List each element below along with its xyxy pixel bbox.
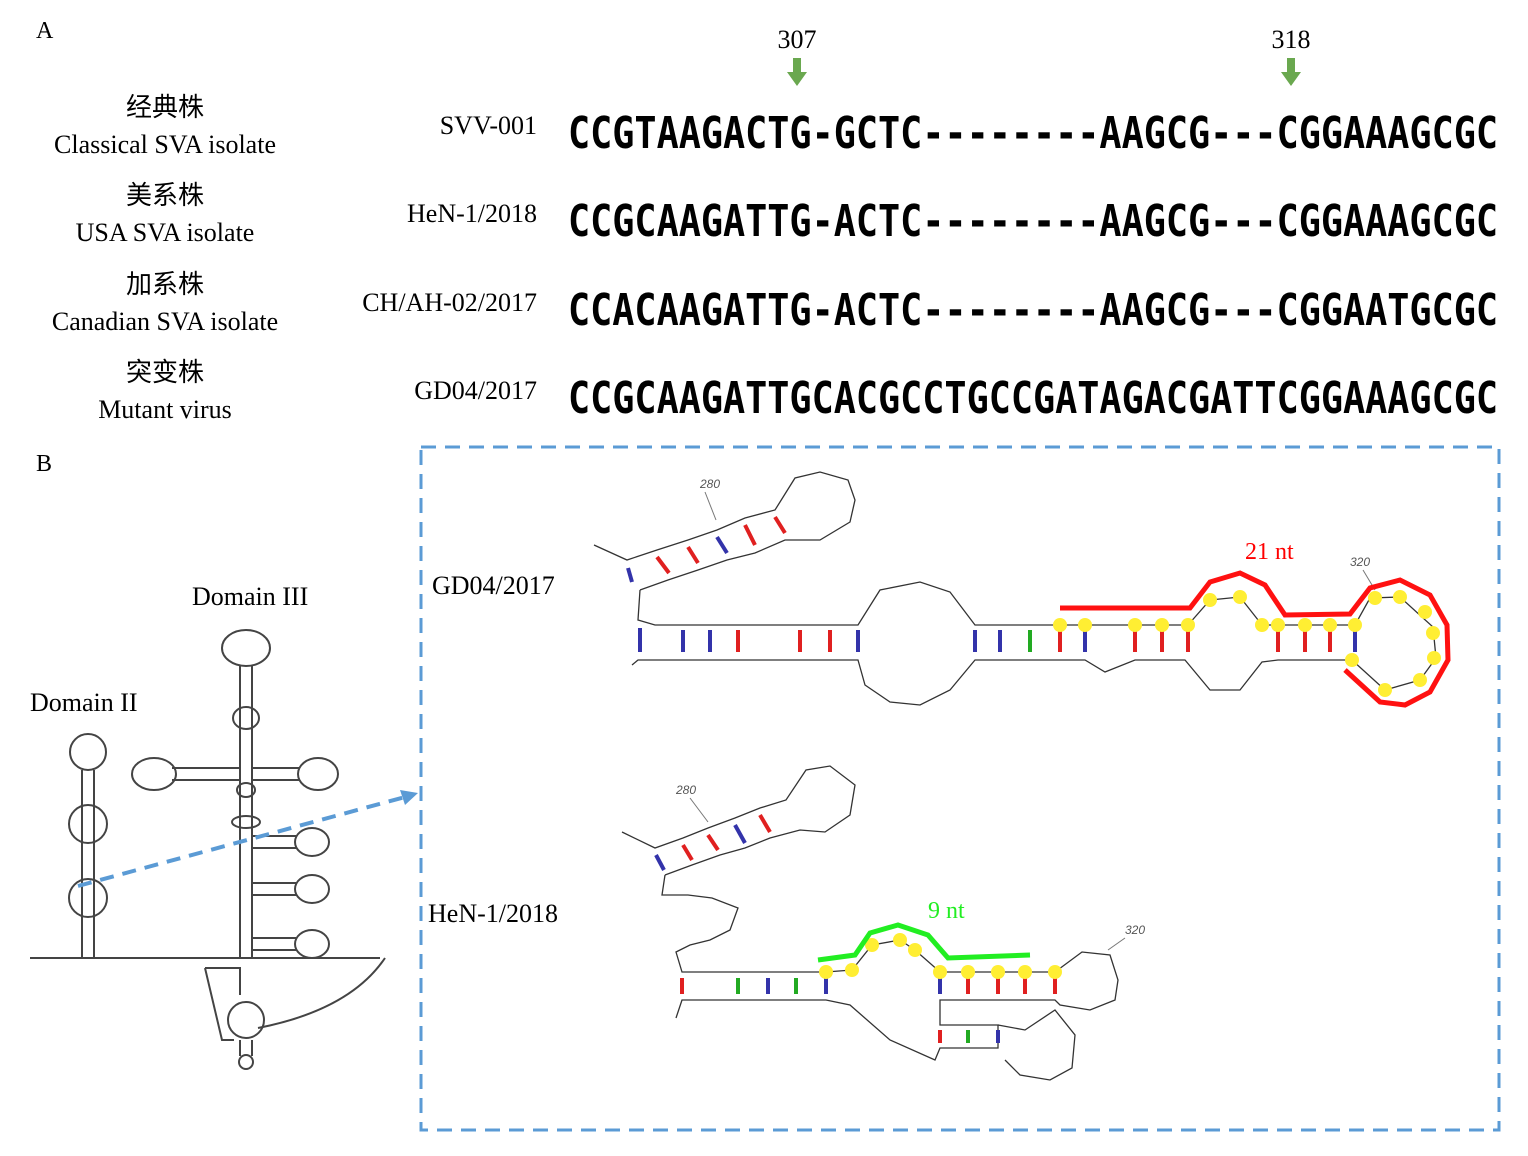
group-cn-label: 加系株 [126,270,204,299]
strain-label: GD04/2017 [414,376,537,405]
sequence-row: CCGTAAGACTG-GCTC--------AAGCG---CGGAAAGC… [568,108,1498,159]
highlight-9nt [817,922,1031,963]
group-en-label: Classical SVA isolate [54,130,276,159]
rna-structure-hen1: 280 320 [621,765,1145,1081]
sequence-row: CCGCAAGATTG-ACTC--------AAGCG---CGGAAAGC… [568,196,1498,247]
down-arrow-icon [1281,58,1301,86]
domain-iii-label: Domain III [192,582,308,611]
arrow-head-icon [400,790,418,805]
domain-ii-label: Domain II [30,688,138,717]
group-labels: 经典株 Classical SVA isolate 美系株 USA SVA is… [52,93,278,424]
group-en-label: Mutant virus [98,395,232,424]
group-cn-label: 突变株 [126,358,204,387]
sequence-row: CCACAAGATTG-ACTC--------AAGCG---CGGAATGC… [568,285,1498,336]
group-en-label: USA SVA isolate [76,218,255,247]
down-arrow-icon [787,58,807,86]
highlight-21nt [1060,570,1451,708]
alignment: CCGTAAGACTG-GCTC--------AAGCG---CGGAAAGC… [568,108,1498,424]
sequence-row: CCGCAAGATTGCACGCCTGCCGATAGACGATTCGGAAAGC… [568,373,1498,424]
position-label: 280 [699,477,720,491]
strain-label: SVV-001 [440,111,537,140]
zoom-arrow [77,790,418,888]
structure-label-hen1: HeN-1/2018 [428,899,558,928]
marker-307: 307 [778,25,817,86]
strain-labels: SVV-001 HeN-1/2018 CH/AH-02/2017 GD04/20… [362,111,537,405]
structure-label-gd04: GD04/2017 [432,571,555,600]
position-label: 280 [675,783,696,797]
position-label: 320 [1125,923,1145,937]
marker-318-label: 318 [1272,25,1311,54]
annotation-21nt: 21 nt [1245,539,1294,565]
panel-b-label: B [36,451,52,477]
position-label: 320 [1350,555,1370,569]
ires-schematic [30,629,386,1070]
group-en-label: Canadian SVA isolate [52,307,278,336]
zoom-box [419,445,1501,1132]
strain-label: CH/AH-02/2017 [362,288,537,317]
strain-label: HeN-1/2018 [407,199,537,228]
group-cn-label: 美系株 [126,181,204,210]
annotation-9nt: 9 nt [928,898,965,924]
marker-307-label: 307 [778,25,817,54]
marker-318: 318 [1272,25,1311,86]
group-cn-label: 经典株 [126,93,204,122]
rna-structure-gd04: 280 320 [593,471,1451,708]
panel-a-label: A [36,18,54,44]
